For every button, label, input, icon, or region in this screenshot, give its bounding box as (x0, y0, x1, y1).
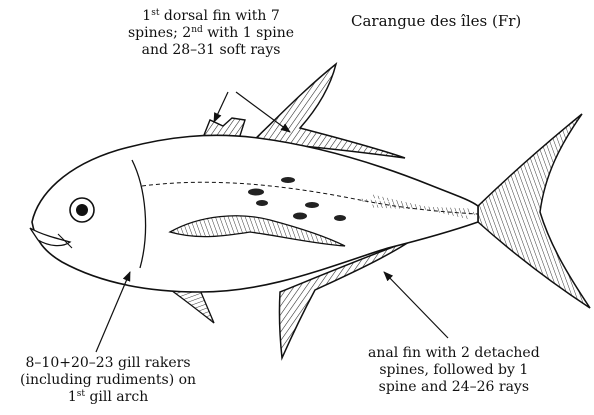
dorsal-arrow-1 (214, 92, 228, 122)
dorsal-label-line-1: 1st dorsal fin with 7 (128, 8, 294, 25)
anal-label-line-1: anal fin with 2 detached (368, 345, 540, 362)
dorsal-fin-label: 1st dorsal fin with 7 spines; 2nd with 1… (128, 8, 294, 59)
dorsal-label-line-2: spines; 2nd with 1 spine (128, 25, 294, 42)
pelvic-fin (168, 288, 214, 323)
anal-label-line-3: spine and 24–26 rays (368, 379, 540, 396)
anal-label-line-2: spines, followed by 1 (368, 362, 540, 379)
common-name: Carangue des îles (Fr) (351, 12, 521, 30)
fish-body (32, 135, 478, 292)
gill-rakers-label: 8–10+20–23 gill rakers (including rudime… (20, 355, 196, 406)
anal-arrow (384, 272, 448, 338)
gill-label-line-1: 8–10+20–23 gill rakers (20, 355, 196, 372)
dorsal-label-line-3: and 28–31 soft rays (128, 42, 294, 59)
anal-fin-label: anal fin with 2 detached spines, followe… (368, 345, 540, 396)
gill-label-line-3: 1st gill arch (20, 389, 196, 406)
gill-arrow (96, 272, 130, 352)
fish-pupil (76, 204, 88, 216)
gill-label-line-2: (including rudiments) on (20, 372, 196, 389)
caudal-fin (478, 114, 590, 308)
